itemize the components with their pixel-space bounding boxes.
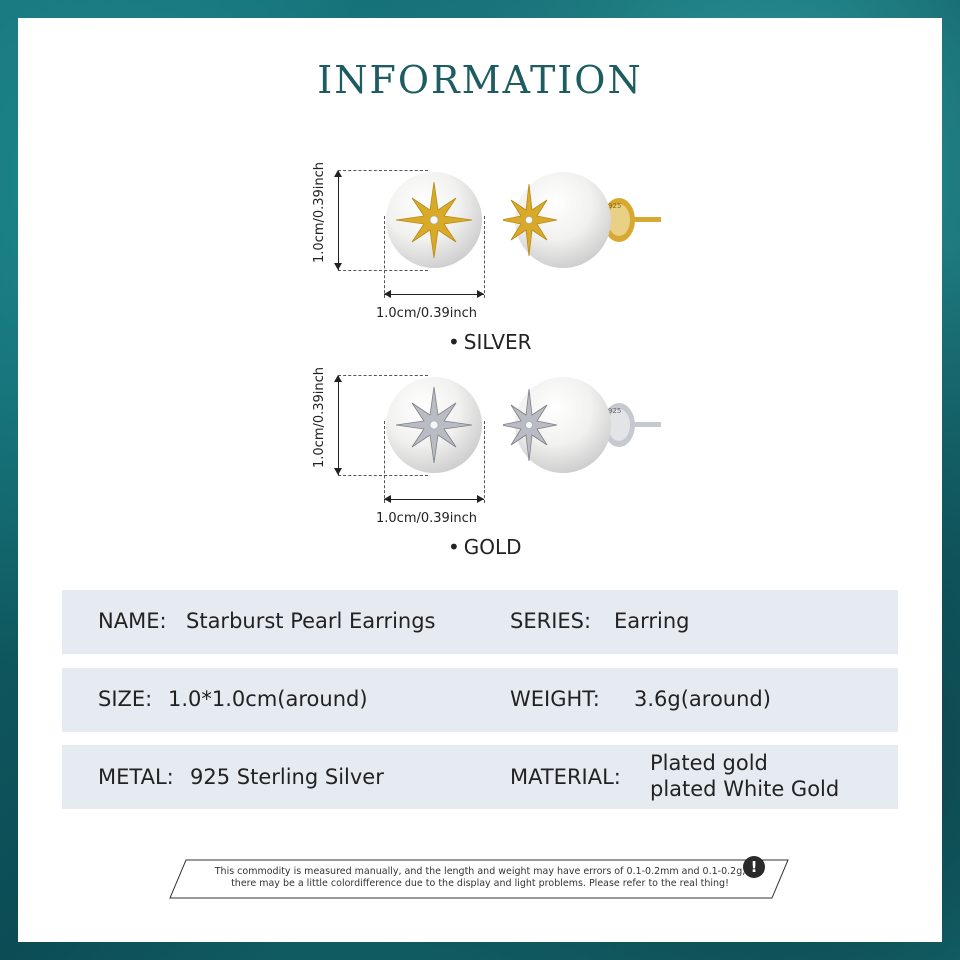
height-dimension-arrow (334, 170, 342, 270)
variant-name: GOLD (463, 535, 522, 559)
spec-row-size-weight: SIZE: 1.0*1.0cm(around) WEIGHT: 3.6g(aro… (62, 668, 898, 732)
notice-frame (169, 859, 789, 899)
width-dimension-label: 1.0cm/0.39inch (376, 306, 478, 321)
guide-line (338, 375, 428, 376)
spec-row-metal-material: METAL: 925 Sterling Silver MATERIAL: Pla… (62, 745, 898, 809)
guide-line (384, 216, 385, 298)
variant-gold: 1.0cm/0.39inch 1.0cm/0.39inch (298, 353, 698, 559)
width-dimension-label: 1.0cm/0.39inch (376, 511, 478, 526)
notice-line-1: This commodity is measured manually, and… (214, 866, 746, 877)
bullet-dot: • (448, 535, 460, 559)
variant-label-silver: •SILVER (448, 330, 532, 354)
variant-silver: 1.0cm/0.39inch 1.0cm/0.39inch (298, 148, 698, 354)
material-label: MATERIAL: (510, 765, 621, 789)
height-dimension-arrow (334, 375, 342, 475)
size-value: 1.0*1.0cm(around) (168, 687, 368, 711)
variant-label-gold: •GOLD (448, 535, 522, 559)
guide-line (484, 421, 485, 503)
size-label: SIZE: (98, 687, 153, 711)
width-dimension-arrow (384, 290, 484, 298)
pearl-front-image (386, 377, 482, 473)
weight-label: WEIGHT: (510, 687, 600, 711)
info-card: INFORMATION 1.0cm/0.39inch 1.0cm/0.39inc… (18, 18, 942, 942)
pearl-front-image (386, 172, 482, 268)
guide-line (338, 475, 428, 476)
width-dimension-arrow (384, 495, 484, 503)
guide-line (338, 270, 428, 271)
name-label: NAME: (98, 609, 167, 633)
guide-line (484, 216, 485, 298)
page-title: INFORMATION (317, 58, 643, 102)
guide-line (338, 170, 428, 171)
height-dimension-label: 1.0cm/0.39inch (312, 161, 327, 263)
bullet-dot: • (448, 330, 460, 354)
metal-label: METAL: (98, 765, 174, 789)
material-value-line-1: Plated gold (650, 751, 768, 775)
exclamation-icon: ! (743, 856, 765, 878)
series-value: Earring (614, 609, 690, 633)
variant-name: SILVER (463, 330, 532, 354)
weight-value: 3.6g(around) (634, 687, 771, 711)
material-value-line-2: plated White Gold (650, 777, 840, 801)
spec-row-name-series: NAME: Starburst Pearl Earrings SERIES: E… (62, 590, 898, 654)
height-dimension-label: 1.0cm/0.39inch (312, 366, 327, 468)
guide-line (384, 421, 385, 503)
series-label: SERIES: (510, 609, 592, 633)
notice-text: This commodity is measured manually, and… (208, 866, 752, 890)
pearl-side-image: 925 (503, 377, 661, 473)
name-value: Starburst Pearl Earrings (186, 609, 436, 633)
pearl-side-image: 925 (503, 172, 661, 268)
925-stamp-text: 925 (608, 407, 621, 415)
925-stamp-text: 925 (608, 202, 621, 210)
metal-value: 925 Sterling Silver (190, 765, 384, 789)
disclaimer-notice: This commodity is measured manually, and… (168, 856, 792, 900)
material-value: Plated gold plated White Gold (650, 750, 839, 802)
notice-line-2: there may be a little colordifference du… (231, 878, 729, 889)
